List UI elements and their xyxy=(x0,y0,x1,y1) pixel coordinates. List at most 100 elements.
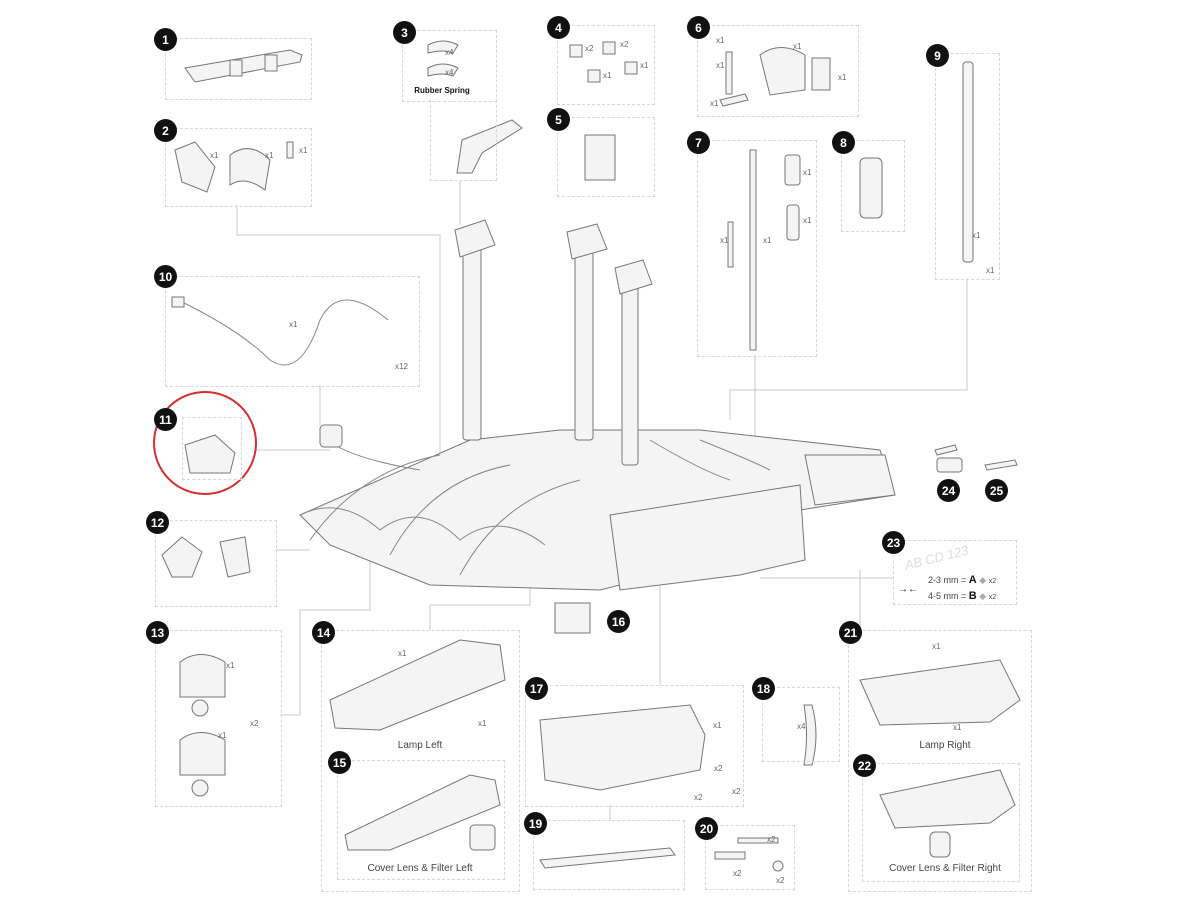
part-badge-3[interactable]: 3 xyxy=(393,21,416,44)
lamp-left-label: Lamp Left xyxy=(397,740,443,751)
qty: x4 xyxy=(445,48,454,57)
qty: x1 xyxy=(763,236,772,245)
part-badge-23[interactable]: 23 xyxy=(882,531,905,554)
leader-lines xyxy=(236,180,968,820)
part-11-box[interactable] xyxy=(182,417,242,480)
part-5-box[interactable] xyxy=(557,117,655,197)
part-22-box[interactable] xyxy=(862,763,1020,882)
qty: x1 xyxy=(640,61,649,70)
qty: x1 xyxy=(478,719,487,728)
part-2-box[interactable] xyxy=(165,128,312,207)
part-badge-12[interactable]: 12 xyxy=(146,511,169,534)
qty: x1 xyxy=(603,71,612,80)
thickness-arrows-icon: →← xyxy=(898,584,918,595)
qty: x1 xyxy=(793,42,802,51)
part-9-box[interactable] xyxy=(935,53,1000,280)
qty: x1 xyxy=(838,73,847,82)
cover-lens-right-label: Cover Lens & Filter Right xyxy=(889,863,1001,874)
part-17-box[interactable] xyxy=(525,685,744,807)
qty: x1 xyxy=(972,231,981,240)
part-badge-9[interactable]: 9 xyxy=(926,44,949,67)
part-1-box[interactable] xyxy=(165,38,312,100)
part-badge-24[interactable]: 24 xyxy=(937,479,960,502)
qty: x1 xyxy=(226,661,235,670)
part-badge-22[interactable]: 22 xyxy=(853,754,876,777)
part-3-box[interactable] xyxy=(402,30,497,102)
part-badge-4[interactable]: 4 xyxy=(547,16,570,39)
highlight-circle xyxy=(153,391,257,495)
spacer-letter: B xyxy=(968,590,977,602)
qty: x1 xyxy=(218,731,227,740)
part-badge-6[interactable]: 6 xyxy=(687,16,710,39)
qty: x1 xyxy=(713,721,722,730)
part-13-box[interactable] xyxy=(155,630,282,807)
qty: x2 xyxy=(732,787,741,796)
qty: x2 xyxy=(714,764,723,773)
part-14-box[interactable] xyxy=(321,630,520,892)
part-badge-13[interactable]: 13 xyxy=(146,621,169,644)
part-badge-1[interactable]: 1 xyxy=(154,28,177,51)
qty: x1 xyxy=(716,61,725,70)
qty: x12 xyxy=(395,362,408,371)
part-badge-11[interactable]: 11 xyxy=(154,408,177,431)
part-badge-19[interactable]: 19 xyxy=(524,812,547,835)
part-23-box[interactable] xyxy=(893,540,1017,605)
part-15-box[interactable] xyxy=(337,760,505,880)
qty: x1 xyxy=(953,723,962,732)
part-badge-21[interactable]: 21 xyxy=(839,621,862,644)
part-badge-10[interactable]: 10 xyxy=(154,265,177,288)
part-badge-17[interactable]: 17 xyxy=(525,677,548,700)
part-badge-8[interactable]: 8 xyxy=(832,131,855,154)
part-8-box[interactable] xyxy=(841,140,905,232)
part-21-box[interactable] xyxy=(848,630,1032,892)
qty: x2 xyxy=(776,876,785,885)
qty: x2 xyxy=(767,835,776,844)
qty: x1 xyxy=(803,216,812,225)
spacer-icon: ◆ xyxy=(979,575,987,585)
lamp-right-label: Lamp Right xyxy=(919,740,971,751)
qty: x1 xyxy=(398,649,407,658)
qty: x1 xyxy=(716,36,725,45)
part-12-box[interactable] xyxy=(155,520,277,607)
bike-carrier-assembly xyxy=(299,219,896,591)
qty: x2 xyxy=(585,44,594,53)
qty: x2 xyxy=(694,793,703,802)
part-10-box[interactable] xyxy=(165,276,420,387)
spacer-range: 4-5 mm = xyxy=(928,591,967,601)
part-illustrations xyxy=(161,40,1021,872)
part-badge-5[interactable]: 5 xyxy=(547,108,570,131)
part-badge-20[interactable]: 20 xyxy=(695,817,718,840)
part-badge-15[interactable]: 15 xyxy=(328,751,351,774)
qty: x2 xyxy=(988,594,997,601)
cover-lens-left-label: Cover Lens & Filter Left xyxy=(367,863,473,874)
spacer-letter: A xyxy=(968,574,977,586)
qty: x1 xyxy=(265,151,274,160)
spacer-icon: ◆ xyxy=(979,591,987,601)
qty: x4 xyxy=(445,68,454,77)
qty: x1 xyxy=(986,266,995,275)
part-6-box[interactable] xyxy=(697,25,859,117)
qty: x1 xyxy=(210,151,219,160)
part-7-box[interactable] xyxy=(697,140,817,357)
part-badge-14[interactable]: 14 xyxy=(312,621,335,644)
qty: x1 xyxy=(932,642,941,651)
spacer-table: 2-3 mm = A ◆ x2 4-5 mm = B ◆ x2 xyxy=(928,573,996,605)
part-badge-7[interactable]: 7 xyxy=(687,131,710,154)
part-4-box[interactable] xyxy=(557,25,655,105)
qty: x1 xyxy=(720,236,729,245)
part-badge-18[interactable]: 18 xyxy=(752,677,775,700)
rubber-spring-label: Rubber Spring xyxy=(414,86,470,95)
qty: x4 xyxy=(797,722,806,731)
part-badge-2[interactable]: 2 xyxy=(154,119,177,142)
spacer-row-a: 2-3 mm = A ◆ x2 xyxy=(928,573,996,589)
part-badge-25[interactable]: 25 xyxy=(985,479,1008,502)
spacer-row-b: 4-5 mm = B ◆ x2 xyxy=(928,589,996,605)
part-badge-16[interactable]: 16 xyxy=(607,610,630,633)
qty: x1 xyxy=(299,146,308,155)
part-20-box[interactable] xyxy=(705,825,795,890)
part-18-box[interactable] xyxy=(762,687,840,762)
qty: x2 xyxy=(733,869,742,878)
part-19-box[interactable] xyxy=(533,820,685,890)
part-3-detail-box xyxy=(430,100,497,181)
